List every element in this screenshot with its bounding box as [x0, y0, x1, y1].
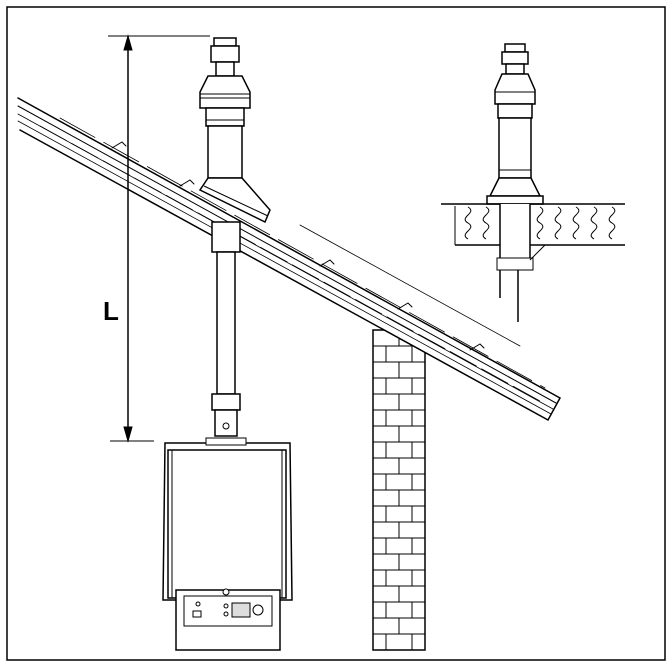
- dimension-line-l: [108, 34, 210, 443]
- vertical-flue-terminal: [198, 37, 271, 437]
- boiler-unit: [162, 437, 293, 651]
- insulation-wave: [554, 206, 562, 240]
- dimension-label: L: [103, 296, 119, 326]
- insulation-wave: [447, 207, 453, 239]
- insulation-wave: [608, 206, 616, 240]
- insulation-wave: [572, 206, 580, 240]
- insulation-wave: [590, 206, 598, 240]
- pitched-roof: [17, 97, 562, 422]
- brick-wall: [372, 329, 426, 651]
- insulation-wave: [536, 206, 544, 240]
- insulation-wave: [482, 206, 490, 240]
- figure-frame: [6, 6, 666, 661]
- flat-roof-detail: [441, 43, 625, 322]
- insulation-wave: [464, 206, 472, 240]
